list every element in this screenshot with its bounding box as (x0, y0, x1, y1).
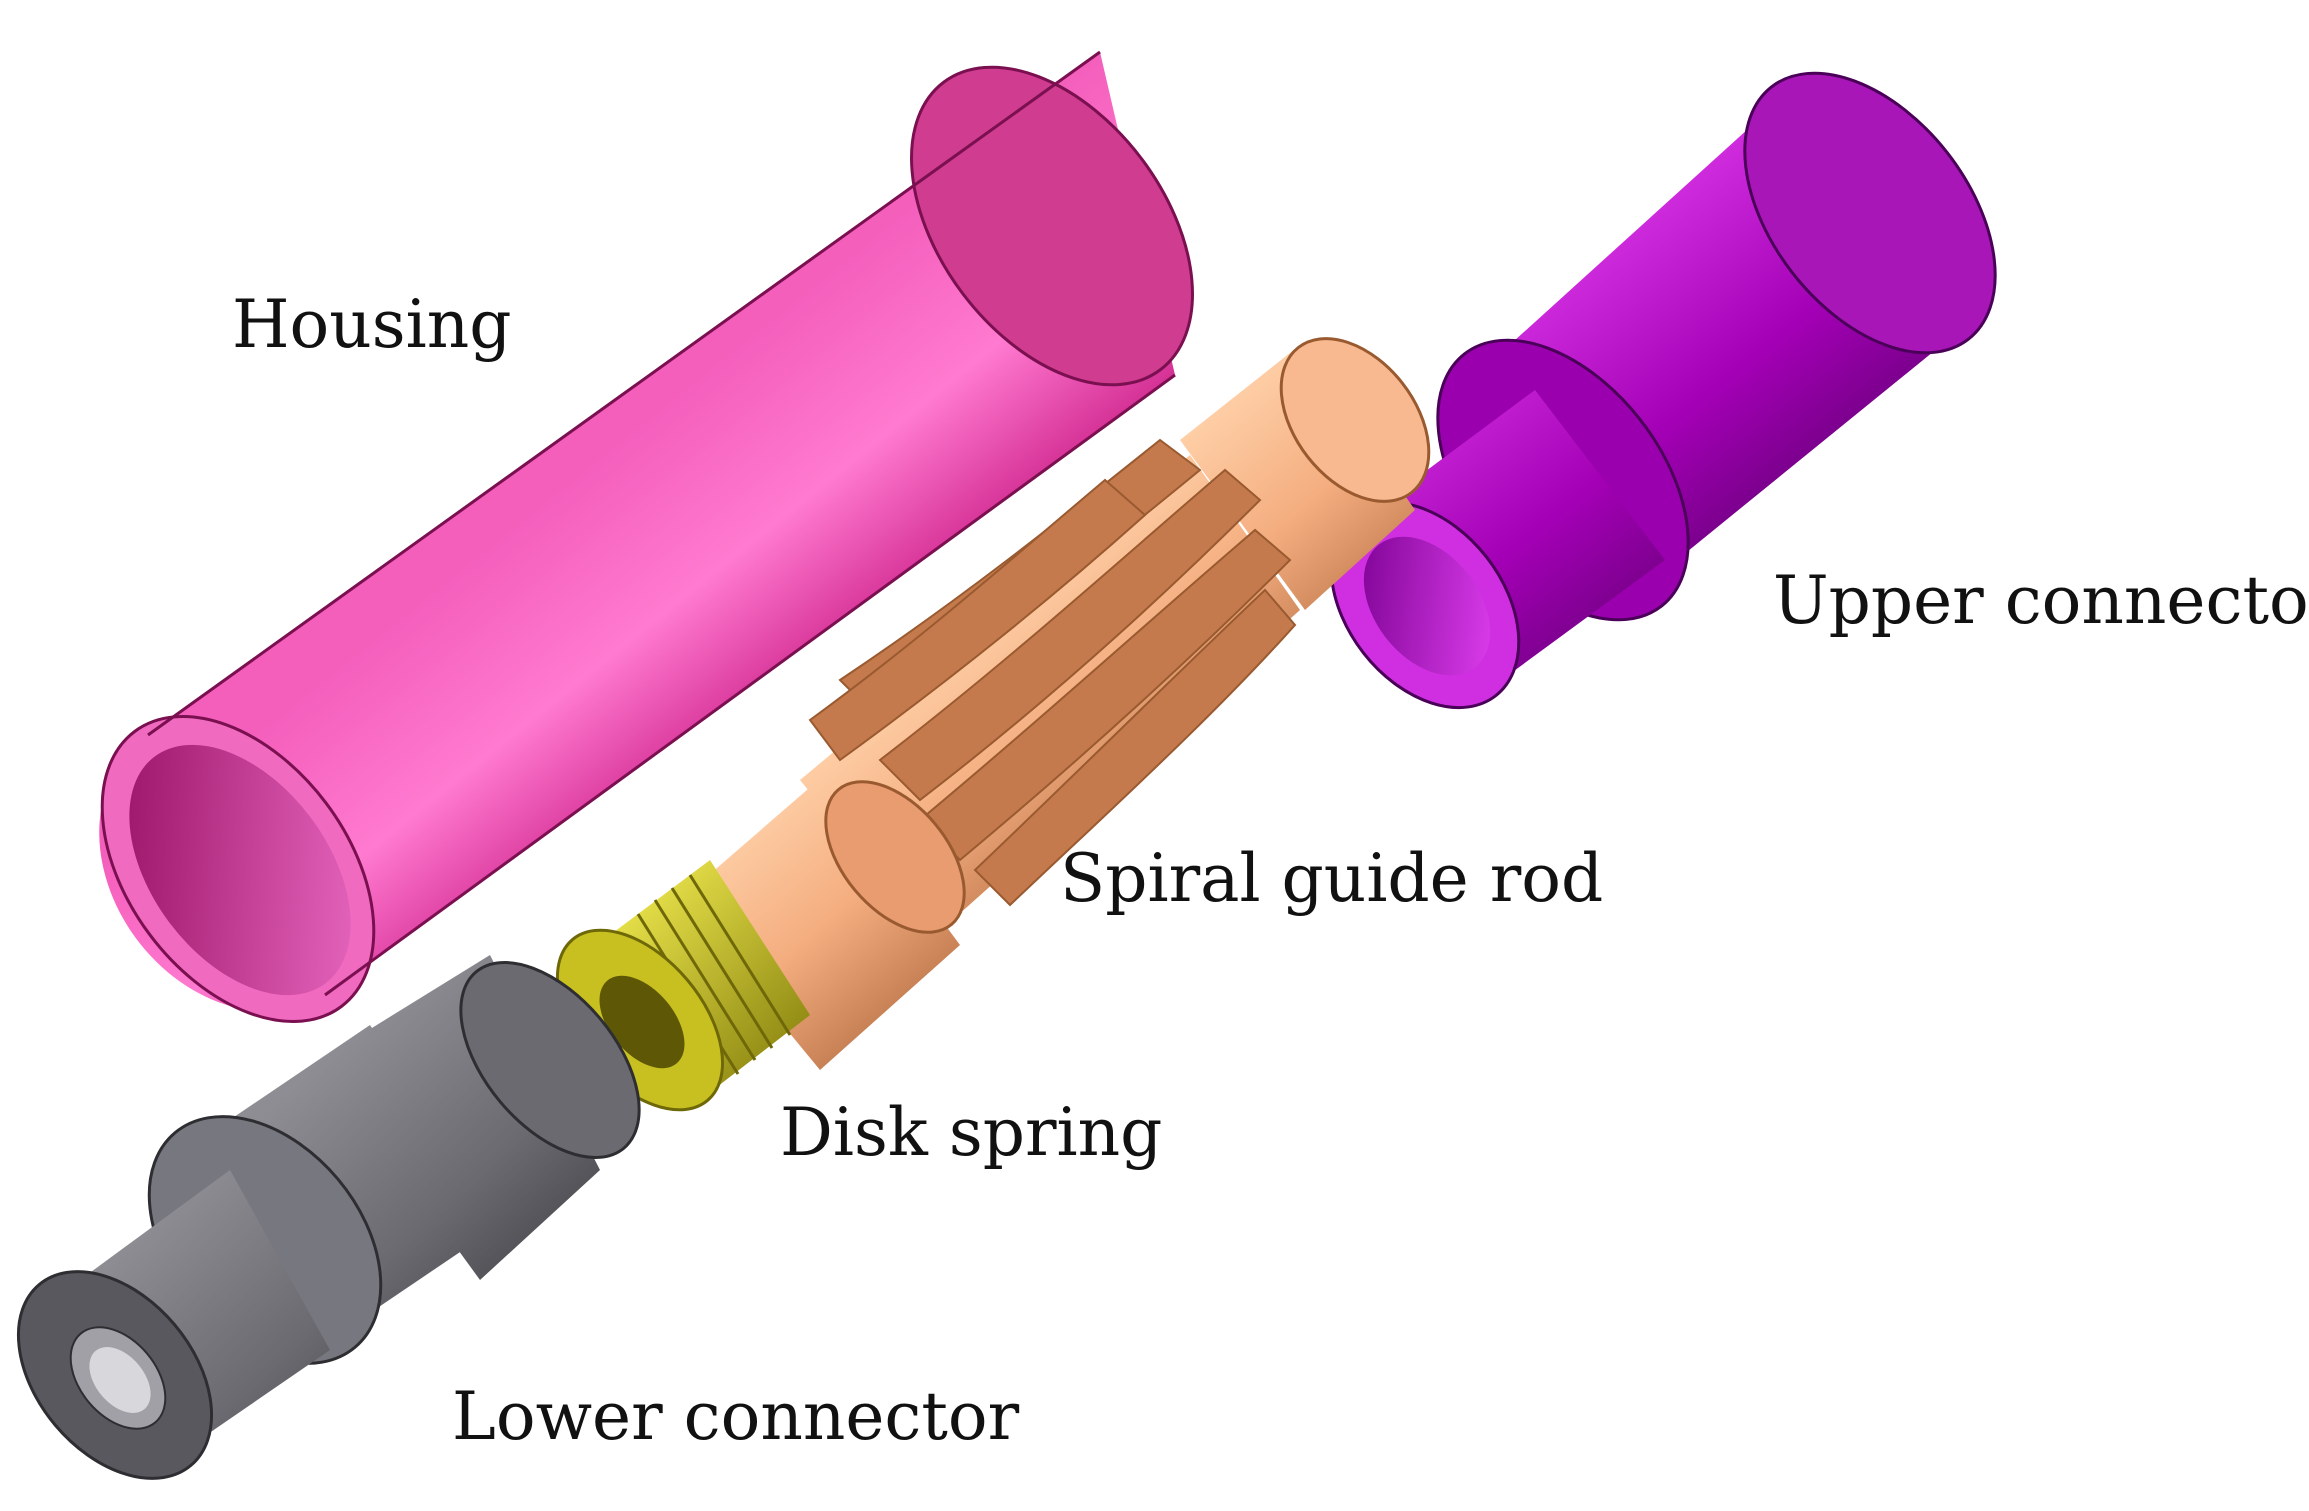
lower-connector-label: Lower connector (452, 1378, 1020, 1455)
housing-part (99, 50, 1194, 1023)
upper-connector-part (1329, 71, 1997, 710)
housing-label: Housing (232, 286, 512, 363)
spiral-guide-rod-label: Spiral guide rod (1060, 840, 1604, 917)
lower-connector-part (16, 955, 641, 1480)
upper-connector-label: Upper connector (1773, 562, 2309, 639)
disk-spring-label: Disk spring (780, 1094, 1163, 1171)
spiral-guide-rod-part (680, 337, 1431, 1070)
spiral-ribs (808, 438, 1297, 907)
